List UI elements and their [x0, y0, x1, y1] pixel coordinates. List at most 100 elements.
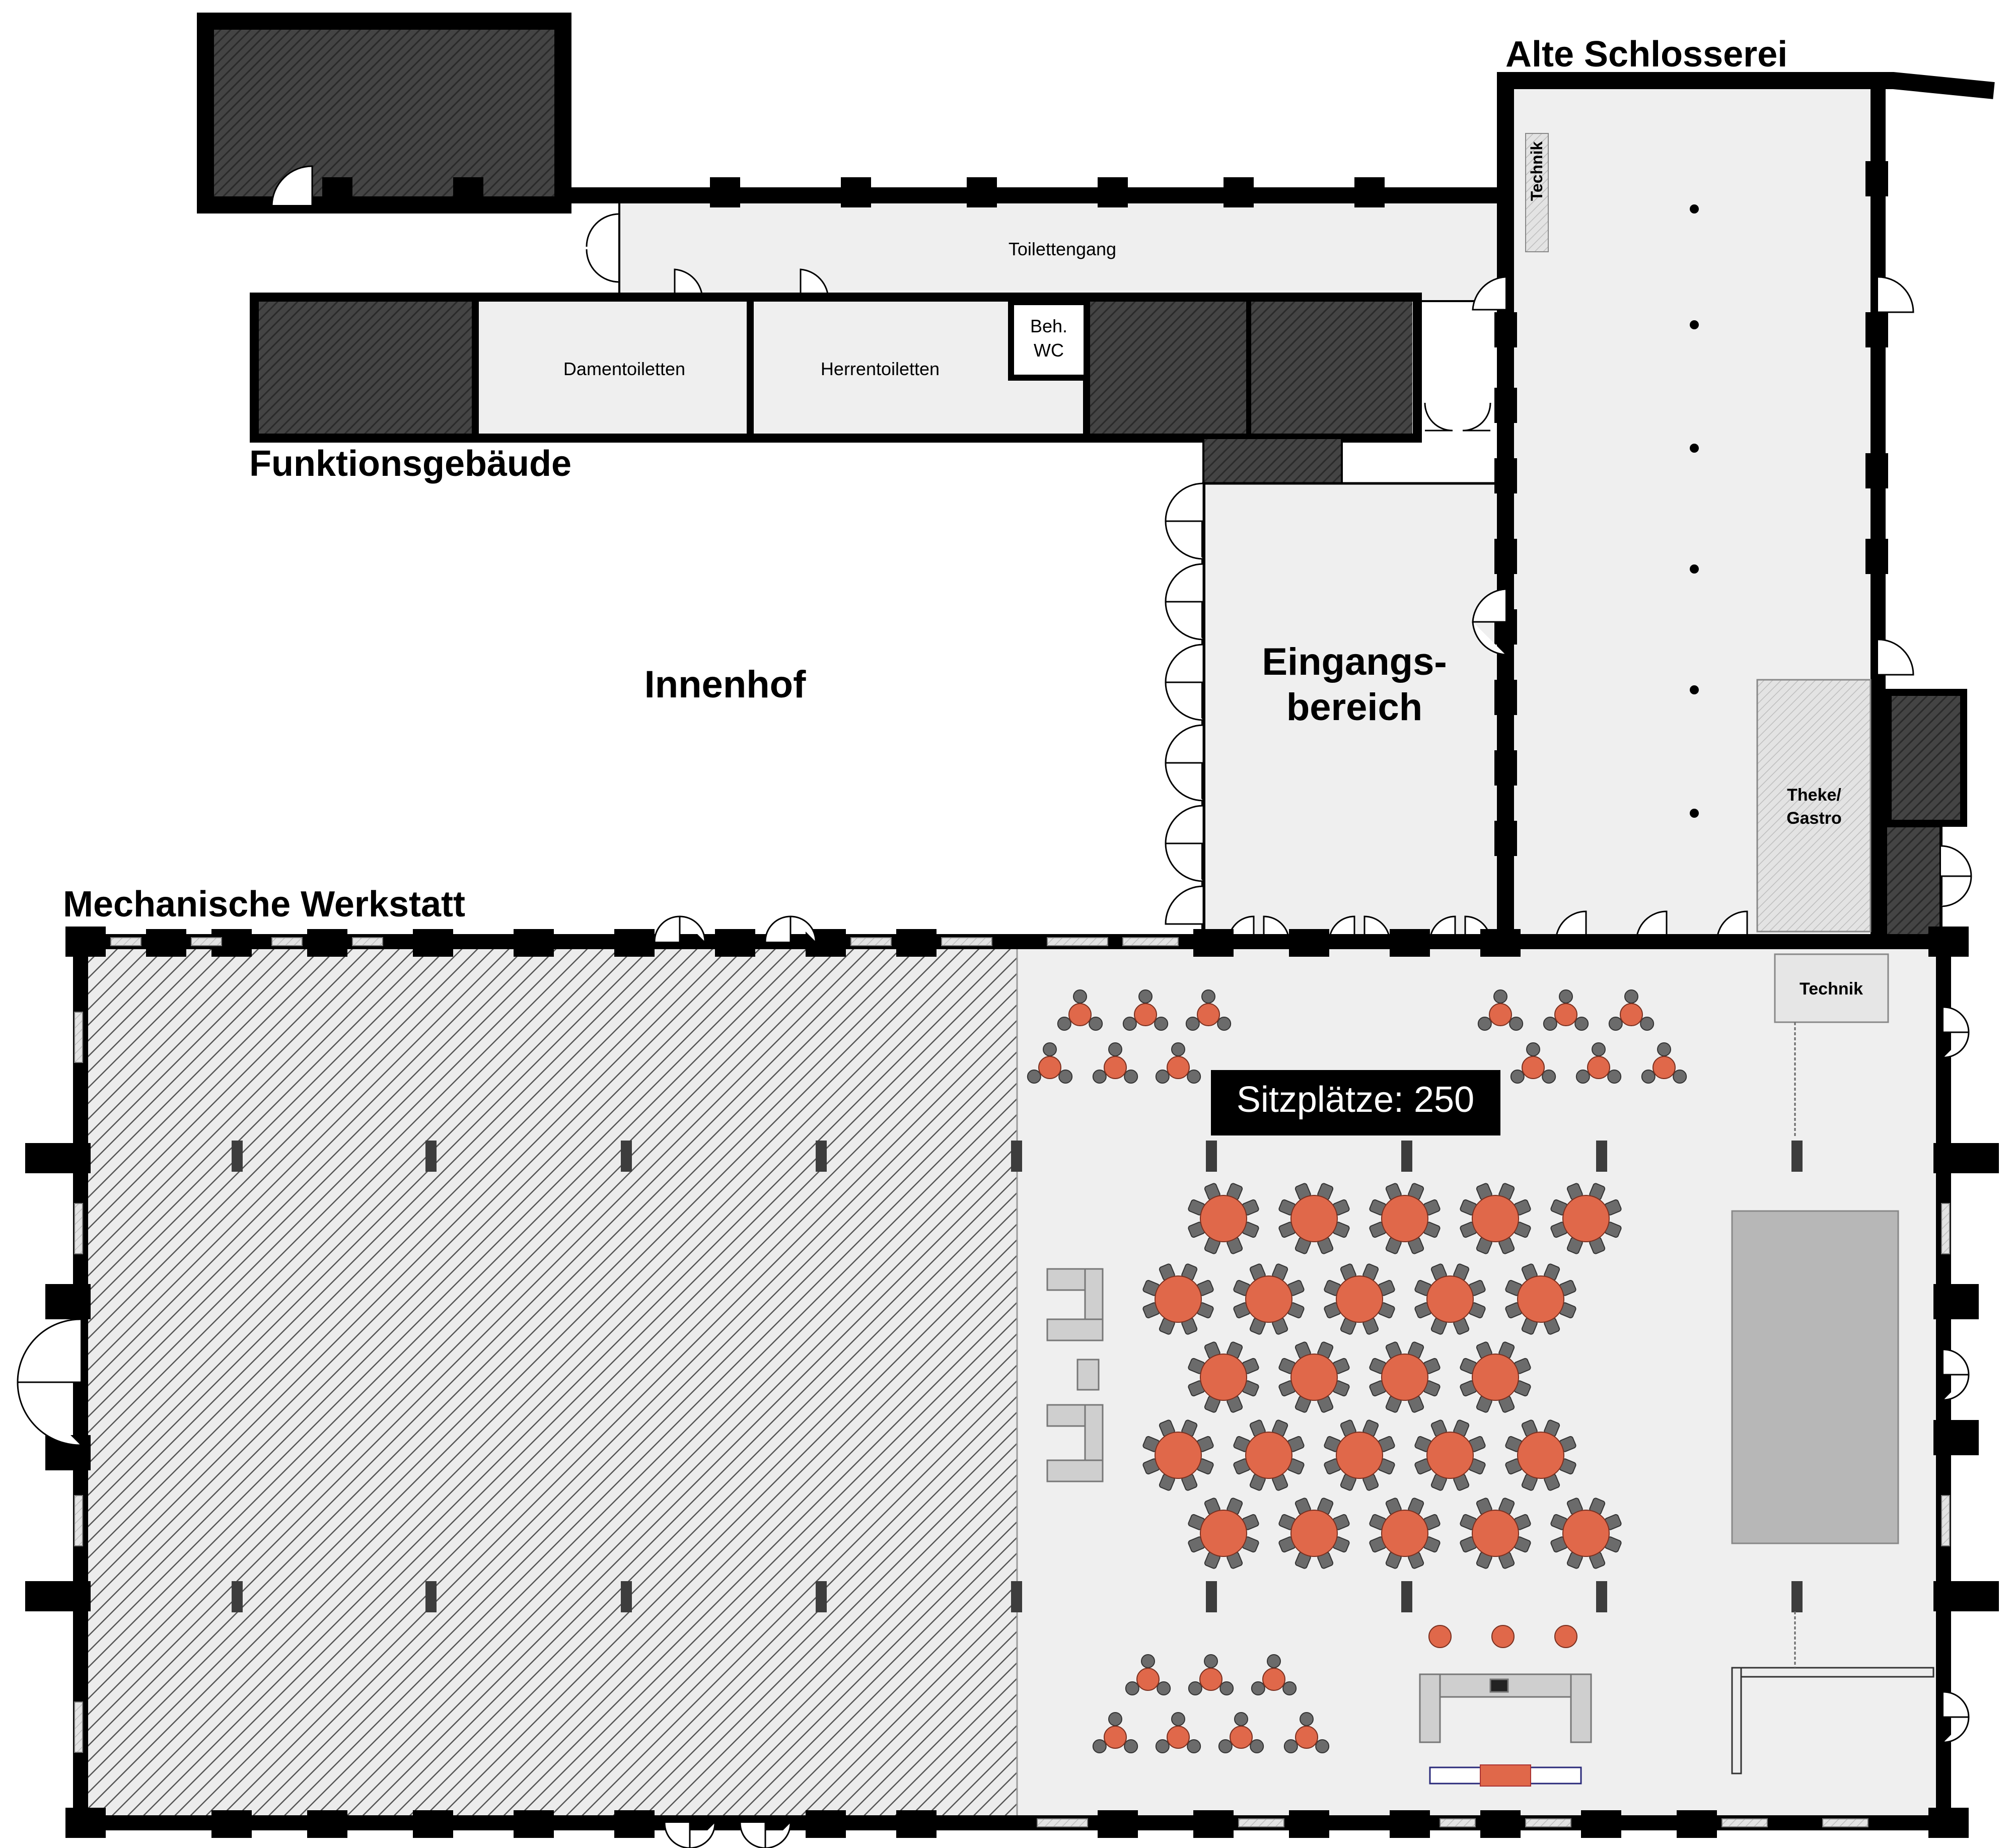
round-table	[1414, 1263, 1486, 1335]
round-table	[1550, 1183, 1622, 1254]
dj-desk	[1429, 1764, 1582, 1787]
table-top	[1262, 1668, 1285, 1691]
stool	[1250, 1739, 1264, 1753]
table-top	[1472, 1354, 1519, 1401]
stool	[1124, 1739, 1138, 1753]
stool	[1122, 1017, 1137, 1031]
cocktail-table	[1218, 1712, 1264, 1753]
cocktail-table	[1543, 989, 1589, 1031]
stool	[1510, 1070, 1525, 1084]
table-top	[1104, 1056, 1127, 1079]
cocktail-table	[1122, 989, 1169, 1031]
table-top	[1517, 1275, 1564, 1323]
cocktail-table	[1477, 989, 1524, 1031]
round-table	[1505, 1419, 1576, 1491]
table-top	[1134, 1003, 1157, 1026]
cocktail-table	[1092, 1712, 1138, 1753]
stool	[1218, 1739, 1233, 1753]
alte-schlosserei-building	[1472, 72, 1995, 947]
cocktail-table	[1092, 1042, 1138, 1084]
label-eingangsbereich-2: bereich	[1286, 686, 1422, 729]
stool	[1155, 1739, 1170, 1753]
round-table	[1278, 1341, 1350, 1413]
label-technik-box: Technik	[1800, 979, 1863, 999]
table-top	[1290, 1195, 1338, 1242]
stool	[1108, 1042, 1122, 1056]
table-top	[1381, 1354, 1428, 1401]
buffet-counters	[1046, 1268, 1104, 1482]
stool	[1267, 1654, 1281, 1668]
round-table	[1369, 1498, 1441, 1569]
label-theke-2: Gastro	[1786, 809, 1842, 828]
stool	[1089, 1017, 1103, 1031]
round-table	[1414, 1419, 1486, 1491]
cocktail-table	[1251, 1654, 1297, 1695]
table-top	[1290, 1510, 1338, 1557]
stool	[1315, 1739, 1330, 1753]
table-top	[1136, 1668, 1160, 1691]
round-table	[1324, 1419, 1395, 1491]
table-top	[1295, 1726, 1318, 1749]
stool	[1187, 1739, 1201, 1753]
table-top	[1200, 1195, 1247, 1242]
bar-stool	[1491, 1625, 1515, 1648]
table-top	[1554, 1003, 1577, 1026]
stool	[1201, 989, 1215, 1004]
stool	[1217, 1017, 1232, 1031]
table-top	[1200, 1354, 1247, 1401]
table-top	[1290, 1354, 1338, 1401]
round-table	[1278, 1498, 1350, 1569]
round-table	[1550, 1498, 1622, 1569]
label-technik-vertical: Technik	[1528, 141, 1546, 201]
round-table	[1233, 1263, 1305, 1335]
stool	[1058, 1070, 1073, 1084]
round-table	[1188, 1341, 1259, 1413]
round-table	[1369, 1341, 1441, 1413]
seating-layout	[1027, 989, 1687, 1753]
label-innenhof: Innenhof	[644, 663, 807, 706]
cocktail-table	[1185, 989, 1232, 1031]
stool	[1542, 1070, 1556, 1084]
round-table	[1369, 1183, 1441, 1254]
stool	[1219, 1681, 1234, 1695]
stool	[1108, 1712, 1122, 1726]
stool	[1073, 989, 1087, 1004]
table-top	[1336, 1275, 1383, 1323]
cocktail-table	[1125, 1654, 1171, 1695]
round-table	[1233, 1419, 1305, 1491]
label-damentoiletten: Damentoiletten	[563, 359, 685, 379]
table-top	[1199, 1668, 1222, 1691]
stool	[1282, 1681, 1297, 1695]
label-beh-wc-2: WC	[1034, 340, 1064, 361]
table-top	[1245, 1275, 1292, 1323]
toilettengang-corridor	[322, 177, 1520, 302]
table-top	[1068, 1003, 1092, 1026]
stool	[1187, 1070, 1201, 1084]
stool	[1092, 1070, 1107, 1084]
stool	[1185, 1017, 1200, 1031]
stool	[1154, 1017, 1169, 1031]
seating-label: Sitzplätze: 250	[1211, 1070, 1500, 1135]
stool	[1204, 1654, 1218, 1668]
round-table	[1142, 1419, 1214, 1491]
eingangsbereich-room	[1165, 402, 1507, 948]
stool	[1171, 1042, 1185, 1056]
stool	[1575, 1070, 1590, 1084]
table-top	[1489, 1003, 1512, 1026]
round-table	[1460, 1498, 1531, 1569]
stool	[1092, 1739, 1107, 1753]
stage	[1731, 1210, 1899, 1544]
round-table	[1324, 1263, 1395, 1335]
seating-count-label: Sitzplätze: 250	[1237, 1080, 1474, 1120]
stool	[1251, 1681, 1265, 1695]
cocktail-table	[1575, 1042, 1622, 1084]
table-top	[1562, 1195, 1610, 1242]
truss	[1731, 1667, 1934, 1774]
label-toilettengang: Toilettengang	[1009, 239, 1116, 259]
stool	[1607, 1070, 1622, 1084]
table-top	[1652, 1056, 1676, 1079]
stool	[1057, 1017, 1071, 1031]
label-theke-1: Theke/	[1787, 786, 1841, 805]
storage-small	[1202, 437, 1343, 487]
